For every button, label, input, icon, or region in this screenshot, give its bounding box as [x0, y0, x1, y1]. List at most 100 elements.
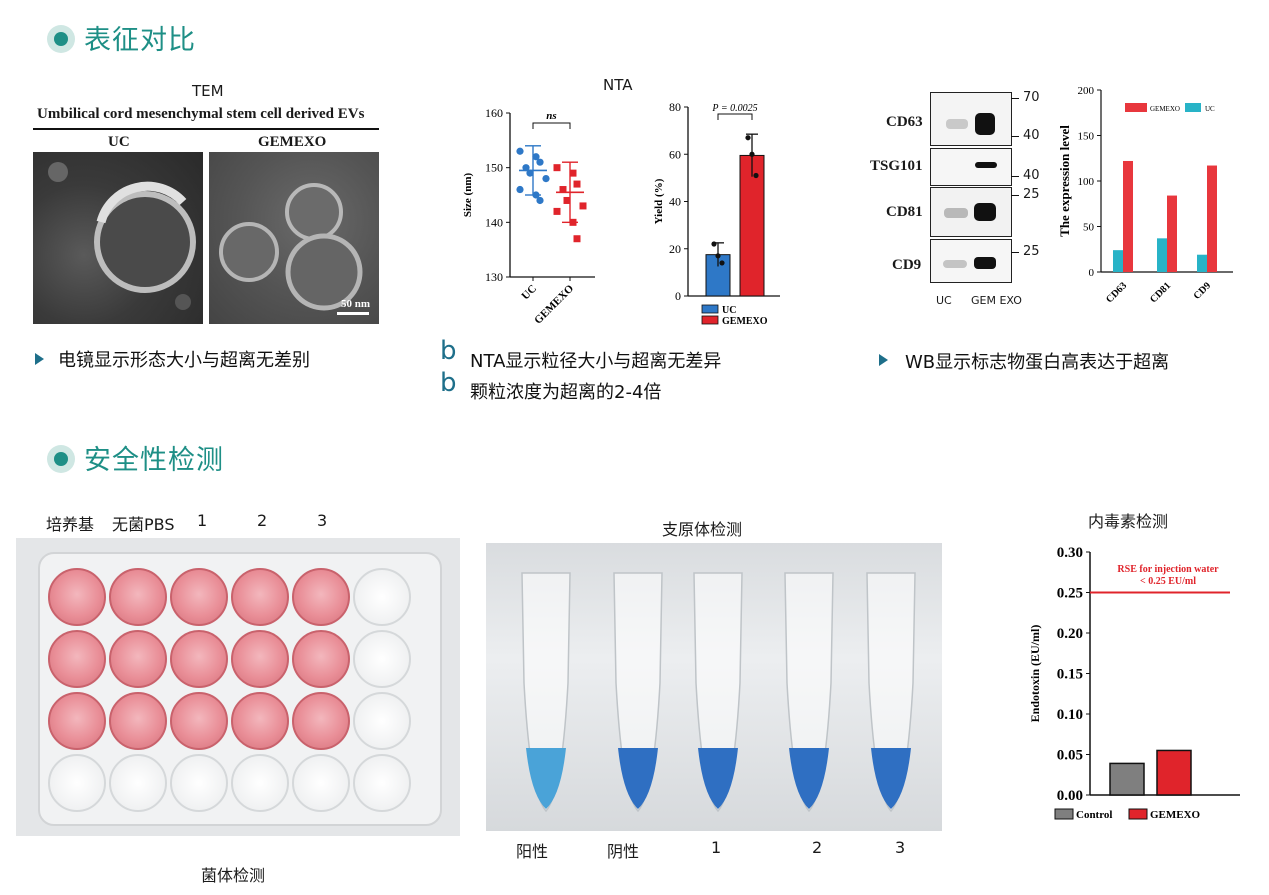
- data-point: [542, 175, 550, 183]
- tem-uc-image: [33, 152, 203, 324]
- bar: [1157, 238, 1167, 272]
- data-point: [553, 207, 561, 215]
- y-tick-label: 150: [1078, 131, 1095, 143]
- data-point: [573, 180, 581, 188]
- wb-blot-panel: CD63 TSG101 CD81 CD9 70 40 40 25 25 UC G…: [868, 86, 1068, 307]
- wb-protein-label: CD81: [886, 204, 923, 220]
- wb-protein-label: TSG101: [870, 158, 923, 174]
- plate-well: [109, 630, 167, 688]
- plate-well: [170, 692, 228, 750]
- wb-protein-label: CD63: [886, 114, 923, 130]
- y-tick-label: 160: [485, 106, 503, 120]
- nta-title: NTA: [603, 76, 633, 94]
- data-point: [516, 147, 524, 155]
- bullet-b-icon: b: [440, 368, 457, 398]
- y-tick-label: 150: [485, 161, 503, 175]
- nta-caption-2: 颗粒浓度为超离的2-4倍: [470, 382, 662, 403]
- tube: [779, 563, 839, 813]
- wb-band-cd81: [930, 187, 1012, 237]
- data-point: [715, 253, 721, 259]
- y-tick-label: 80: [669, 100, 681, 114]
- plate-well: [231, 630, 289, 688]
- plate-well: [109, 754, 167, 812]
- bar: [1156, 749, 1192, 796]
- data-point: [536, 196, 544, 205]
- y-tick-label: 0.00: [1057, 788, 1083, 804]
- wb-marker: 25: [1023, 187, 1040, 202]
- wb-marker-tick: [1011, 136, 1019, 137]
- data-point: [559, 186, 567, 194]
- data-point: [579, 202, 587, 210]
- y-tick-label: 0: [675, 289, 681, 303]
- tube-label: 3: [895, 838, 906, 857]
- data-point: [573, 235, 581, 243]
- legend-label: GEMEXO: [722, 316, 768, 327]
- section-dot-icon: [47, 25, 75, 53]
- plate-well: [231, 568, 289, 626]
- data-point: [522, 164, 530, 172]
- tube-label: 阳性: [516, 842, 549, 861]
- plate-well: [353, 754, 411, 812]
- tube: [861, 563, 921, 813]
- y-axis-label: Endotoxin (EU/ml): [1028, 625, 1042, 723]
- tube: [688, 563, 748, 813]
- data-point: [553, 164, 561, 172]
- y-tick-label: 0.15: [1057, 667, 1083, 683]
- data-point: [516, 185, 524, 194]
- tem-gemexo-label: GEMEXO: [258, 134, 327, 150]
- x-tick-label: CD9: [1192, 280, 1214, 302]
- wb-band-cd9: [930, 239, 1012, 283]
- plate-header-label: 培养基: [46, 515, 95, 534]
- section-title-safety: 安全性检测: [84, 445, 224, 476]
- wb-marker-tick: [1011, 176, 1019, 177]
- wb-marker-tick: [1011, 195, 1019, 196]
- bar: [1113, 250, 1123, 272]
- y-tick-label: 50: [1083, 222, 1095, 234]
- legend-label: GEMEXO: [1150, 809, 1201, 821]
- tube-label: 1: [711, 838, 722, 857]
- plate-well: [48, 692, 106, 750]
- plate-well: [170, 568, 228, 626]
- sterility-plate-image: [16, 538, 460, 836]
- data-point: [526, 169, 534, 177]
- plate-well: [109, 692, 167, 750]
- data-point: [753, 172, 759, 179]
- legend-swatch: [701, 304, 719, 314]
- legend-label: GEMEXO: [1150, 105, 1180, 113]
- endotoxin-title: 内毒素检测: [1088, 512, 1169, 531]
- x-tick-label: GEMEXO: [532, 282, 576, 326]
- tem-title: TEM: [192, 82, 224, 100]
- y-axis-label: Yield (%): [653, 178, 665, 224]
- bullet-icon: [35, 353, 44, 365]
- tem-subtitle: Umbilical cord mesenchymal stem cell der…: [37, 106, 365, 122]
- x-tick-label: CD63: [1104, 280, 1129, 305]
- mycoplasma-tubes-image: [486, 543, 942, 831]
- data-point: [536, 158, 544, 166]
- tem-gemexo-image: 50 nm: [209, 152, 379, 324]
- x-tick-label: CD81: [1148, 280, 1173, 305]
- bar: [1109, 762, 1145, 796]
- reference-label: RSE for injection water: [1117, 564, 1219, 575]
- significance-label: ns: [546, 110, 556, 122]
- wb-marker-tick: [1011, 252, 1019, 253]
- legend-swatch: [1054, 808, 1074, 820]
- plate-well: [48, 630, 106, 688]
- plate-well: [48, 568, 106, 626]
- legend-swatch: [701, 315, 719, 325]
- wb-protein-label: CD9: [892, 257, 922, 273]
- tem-uc-label: UC: [108, 134, 130, 150]
- plate-well: [353, 630, 411, 688]
- y-tick-label: 20: [669, 242, 681, 256]
- plate-well: [231, 754, 289, 812]
- data-point: [711, 241, 717, 247]
- data-point: [569, 169, 577, 177]
- y-tick-label: 40: [669, 195, 681, 209]
- bullet-icon: [879, 354, 888, 366]
- plate-well: [109, 568, 167, 626]
- y-tick-label: 60: [669, 147, 681, 161]
- plate-well: [231, 692, 289, 750]
- tube-label: 2: [812, 838, 823, 857]
